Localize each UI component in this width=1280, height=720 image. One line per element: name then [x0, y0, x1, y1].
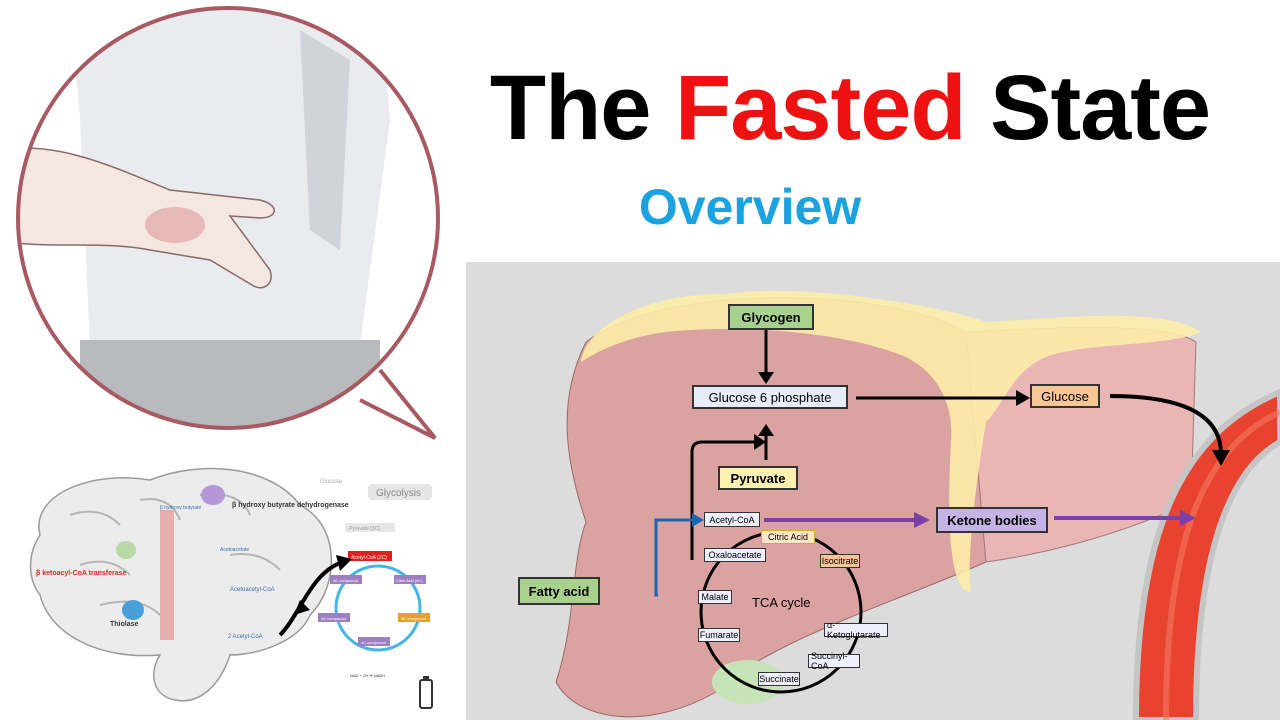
brain-illustration: Glucose Glycolysis β hydroxy butyrate de… — [29, 467, 433, 709]
succinyl-coa-label: Succinyl-CoA — [808, 651, 860, 671]
brain-label-two-acetyl: 2 Acetyl-CoA — [228, 634, 263, 640]
brain-label-nad: NAD + 2H ➔ NADH — [350, 673, 385, 678]
brain-label-4c-1: 4C compound — [333, 578, 358, 583]
brain-label-acetoacetyl: Acetoacetyl-CoA — [230, 587, 275, 593]
brain-label-acetyl: Acetyl-CoA (2C) — [351, 555, 387, 561]
page-title: The Fasted State — [440, 62, 1260, 154]
ketoglutarate-label: α-Ketoglutarate — [824, 620, 888, 640]
brain-label-glycolysis: Glycolysis — [376, 488, 421, 499]
brain-label-bhb-dehydrogenase: β hydroxy butyrate dehydrogenase — [232, 502, 349, 509]
oxaloacetate-label: Oxaloacetate — [704, 548, 766, 562]
person-illustration — [16, 6, 440, 440]
glucose-box: Glucose — [1030, 384, 1100, 408]
ketone-bodies-box: Ketone bodies — [936, 507, 1048, 533]
brain-label-bhb: β hydroxy butyrate — [160, 505, 201, 511]
succinate-label: Succinate — [758, 672, 800, 686]
title-word-state: State — [990, 57, 1211, 159]
brain-label-4c-2: 4C compound — [321, 616, 346, 621]
acetyl-coa-label: Acetyl-CoA — [704, 512, 760, 527]
pyruvate-box: Pyruvate — [718, 466, 798, 490]
malate-label: Malate — [698, 590, 732, 604]
brain-label-acetoacetate: Acetoacetate — [220, 547, 249, 553]
citric-acid-label: Citric Acid — [761, 530, 815, 544]
title-word-the: The — [489, 57, 652, 159]
glycogen-box: Glycogen — [728, 304, 814, 330]
title-word-fasted: Fasted — [675, 57, 967, 159]
fumarate-label: Fumarate — [698, 628, 740, 642]
brain-label-5c: 5C compound — [401, 616, 426, 621]
g6p-box: Glucose 6 phosphate — [692, 385, 848, 409]
brain-label-thiolase: Thiolase — [110, 621, 139, 628]
brain-label-ketoacyl: β ketoacyl-CoA transferase — [36, 570, 126, 577]
brain-label-glucose: Glucose — [320, 479, 343, 485]
isocitrate-label: Isocitrate — [820, 554, 860, 568]
liver-diagram: Glycogen Glucose 6 phosphate Glucose Pyr… — [466, 262, 1280, 720]
brain-label-citric: Citric Acid (6C) — [396, 578, 423, 583]
brain-label-4c-3: 4C compound — [361, 640, 386, 645]
brain-label-pyruvate: Pyruvate (3C) — [349, 526, 380, 532]
tca-cycle-label: TCA cycle — [752, 595, 811, 610]
fatty-acid-box: Fatty acid — [518, 577, 600, 605]
subtitle: Overview — [638, 179, 862, 235]
